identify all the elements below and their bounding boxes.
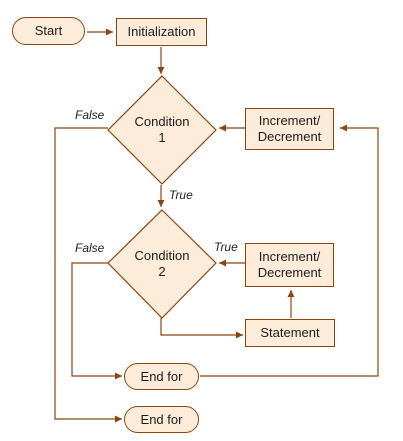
arrow-end-inner-to-inc1 (200, 124, 379, 377)
start-node[interactable]: Start (12, 17, 85, 45)
condition-1-diamond (107, 75, 217, 185)
arrow-cond2-to-statement (160, 318, 243, 339)
false-label-condition-1: False (75, 108, 105, 122)
condition-2-label: Condition 2 (134, 248, 190, 279)
increment-decrement-2-node[interactable]: Increment/ Decrement (245, 243, 334, 287)
arrow-cond2-false-to-end-inner (71, 262, 122, 380)
initialization-node[interactable]: Initialization (116, 18, 207, 46)
true-label-condition-1: True (169, 188, 193, 202)
increment-decrement-1-node[interactable]: Increment/ Decrement (245, 108, 334, 150)
end-for-inner-node[interactable]: End for (124, 363, 199, 390)
statement-node[interactable]: Statement (245, 319, 335, 347)
arrow-cond1-false-to-end-outer (54, 127, 122, 423)
condition-2-diamond (107, 209, 217, 319)
true-label-condition-2: True (214, 240, 238, 254)
end-for-outer-node[interactable]: End for (124, 406, 199, 433)
false-label-condition-2: False (75, 241, 105, 255)
condition-1-label: Condition 1 (134, 114, 190, 145)
